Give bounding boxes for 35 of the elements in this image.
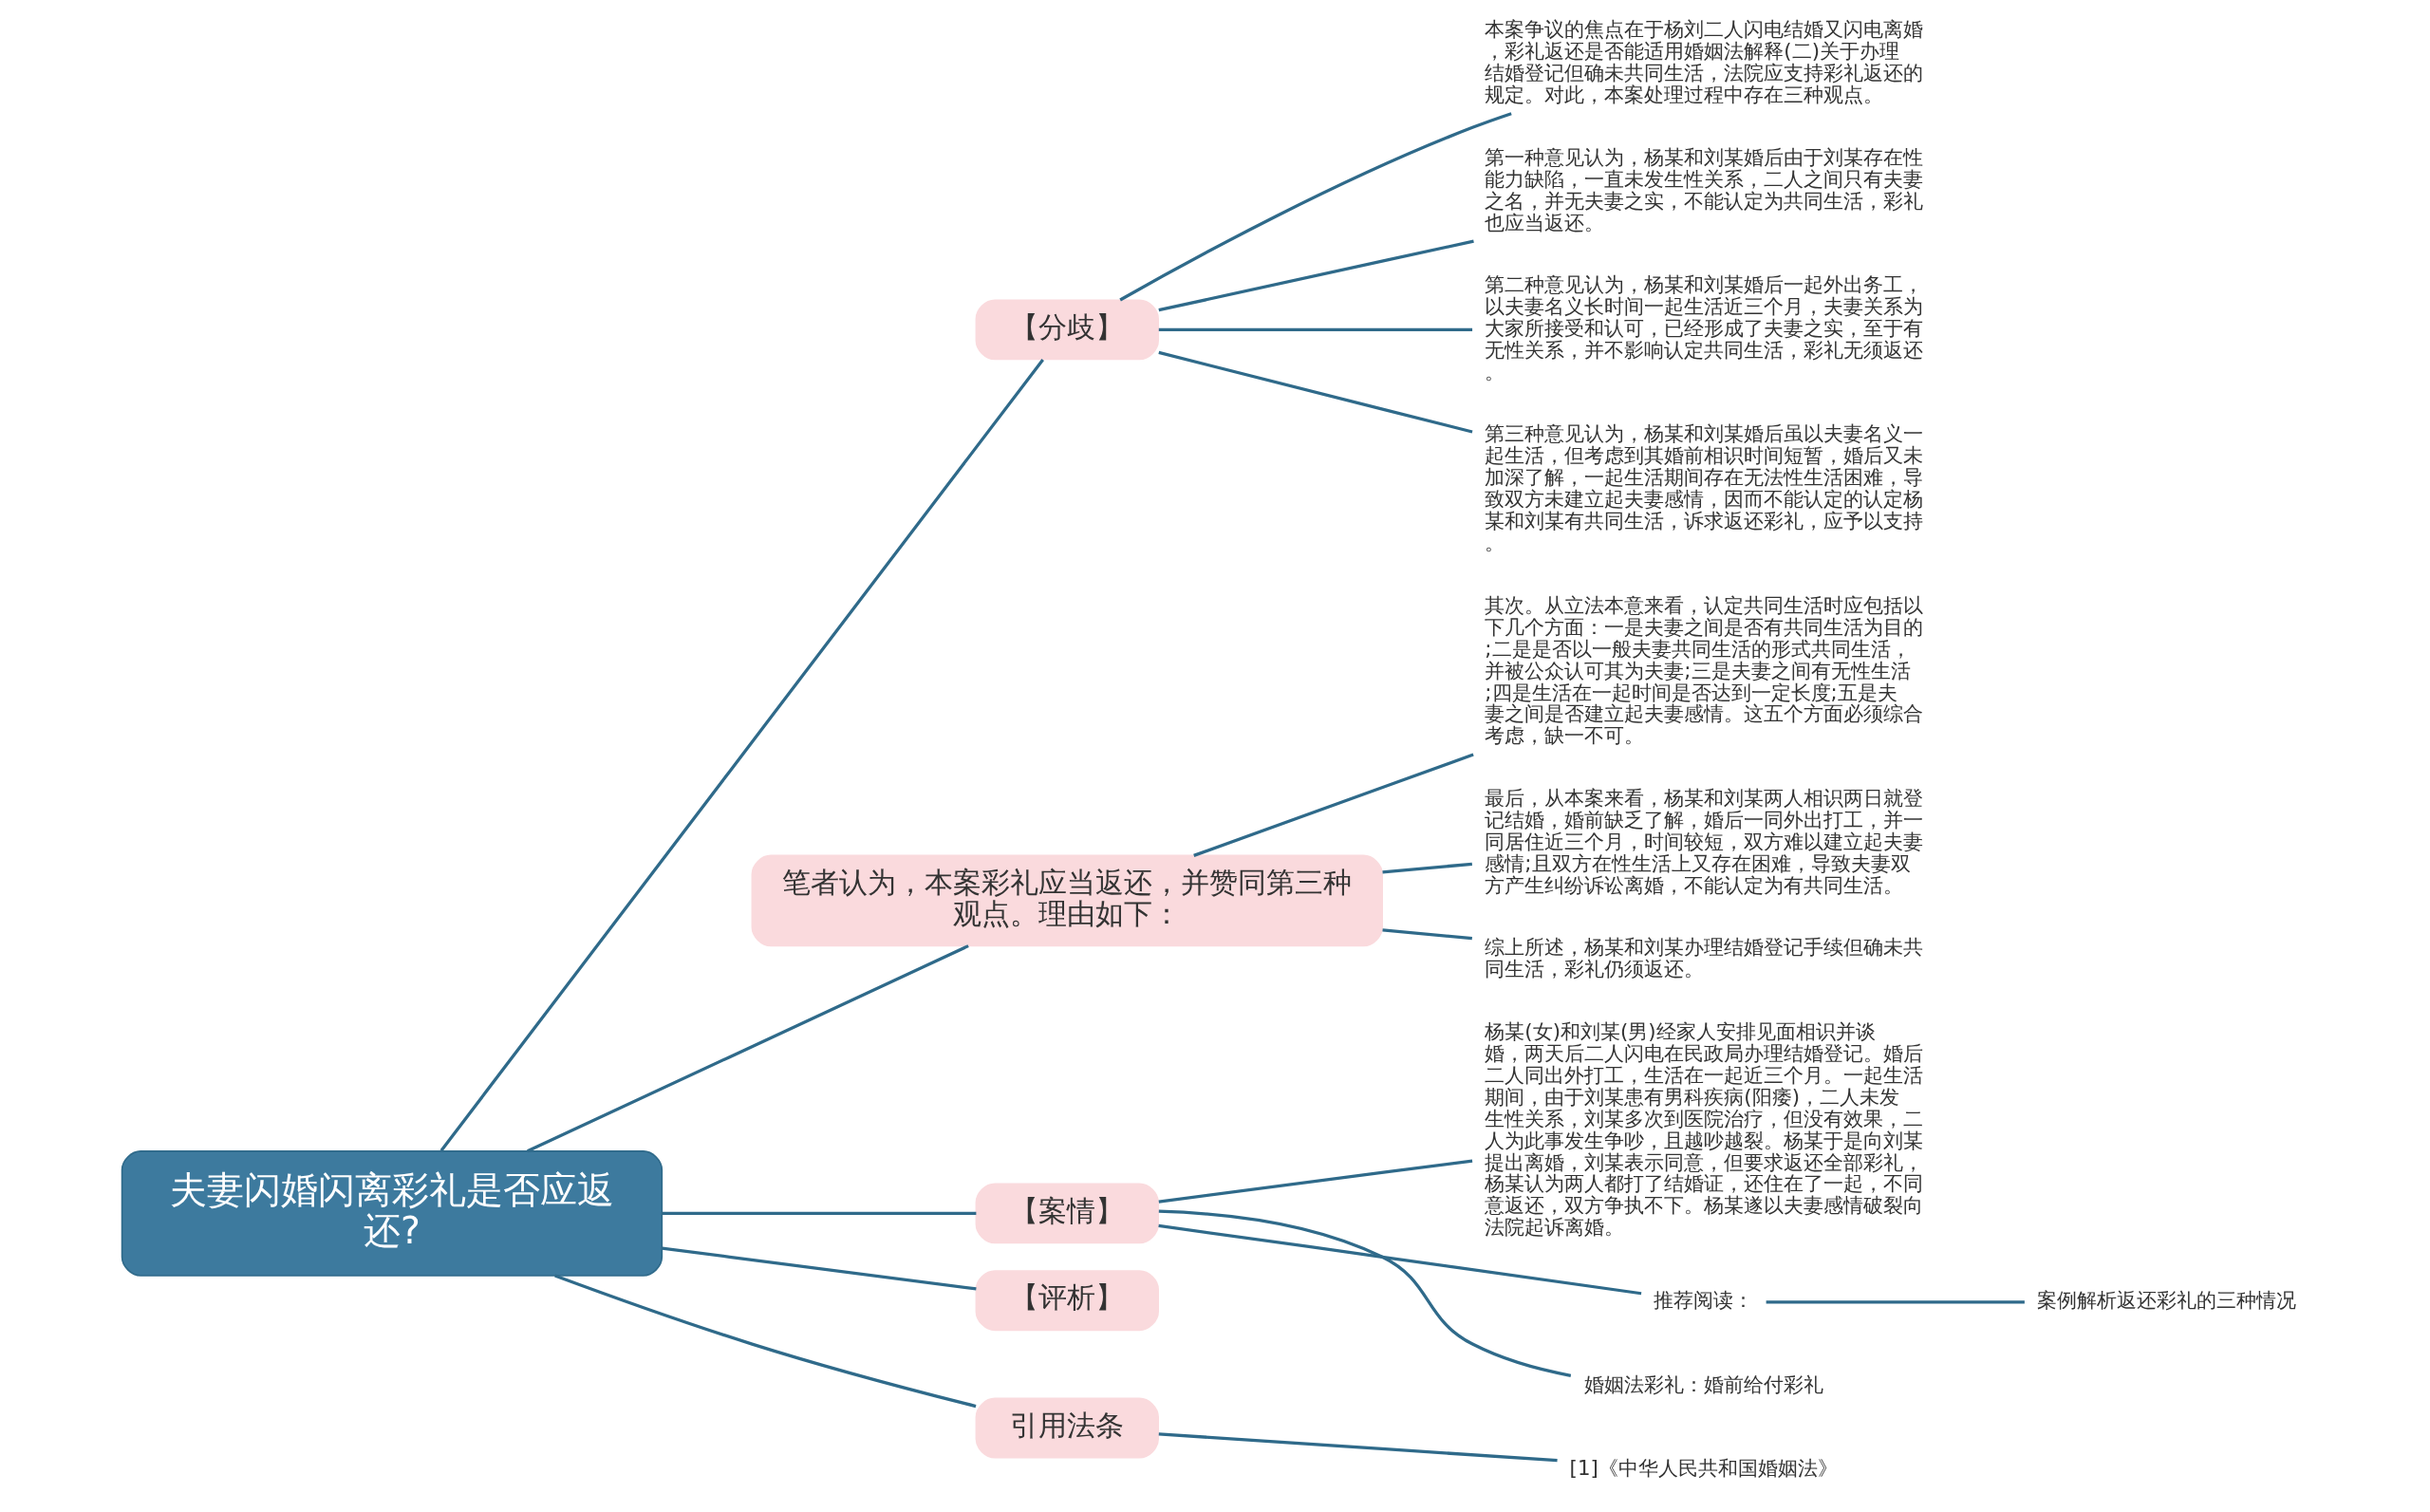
connector: [1382, 928, 1472, 941]
connector: [527, 944, 969, 1153]
node-box: 【评析】: [975, 1270, 1159, 1332]
node-text: 其次。从立法本意来看，认定共同生活时应包括以下几个方面：一是夫妻之间是否有共同生活为目的;二是是否以一般夫妻共同生活的形式共同生活，并被公众认可其为夫妻;三是夫妻之间有无性生活;四是生活在一起时间是否达到一定长度;五是夫妻之间是否建立起夫妻感情。这五个方面必须综合考虑，缺一不可。: [1485, 592, 1924, 748]
connector: [1158, 1432, 1558, 1463]
connector: [1158, 327, 1473, 332]
node-text: [1]《中华人民共和国婚姻法》: [1569, 1456, 1838, 1481]
connector: [1158, 1223, 1642, 1296]
node-text: 第一种意见认为，杨某和刘某婚后由于刘某存在性能力缺陷，一直未发生性关系，二人之间只有夫妻之名，并无夫妻之实，不能认定为共同生活，彩礼也应当返还。: [1485, 144, 1924, 234]
connector: [1119, 112, 1512, 302]
node-text: 杨某(女)和刘某(男)经家人安排见面相识并谈婚，两天后二人闪电在民政局办理结婚登记。婚后二人同出外打工，生活在一起近三个月。一起生活期间，由于刘某患有男科疾病(阳痿)，二人未发生性关系，刘某多次到医院治疗，但没有效果，二人为此事发生争吵，且越吵越裂。杨某于是向刘某提出离婚，刘某表示同意，但要求返还全部彩礼，杨某认为两人都打了结婚证，还住在了一起，不同意返还，双方争执不下。杨某遂以夫妻感情破裂向法院起诉离婚。: [1485, 1018, 1924, 1240]
connector: [1382, 862, 1472, 874]
connector: [1158, 239, 1474, 312]
node-text: 案例解析返还彩礼的三种情况: [2036, 1288, 2296, 1313]
node-text: 最后，从本案来看，杨某和刘某两人相识两日就登记结婚，婚前缺乏了解，婚后一同外出打工，并一同居住近三个月，时间较短，双方难以建立起夫妻感情;且双方在性生活上又存在困难，导致夫妻双方产生纠纷诉讼离婚，不能认定为有共同生活。: [1485, 785, 1924, 897]
node-box: 笔者认为，本案彩礼应当返还，并赞同第三种观点。理由如下：: [751, 854, 1383, 947]
node-box: 【案情】: [975, 1183, 1159, 1244]
node-text: 第二种意见认为，杨某和刘某婚后一起外出务工，以夫妻名义长时间一起生活近三个月，夫妻关系为大家所接受和认可，已经形成了夫妻之实，至于有无性关系，并不影响认定共同生活，彩礼无须返还。: [1485, 272, 1924, 383]
connector: [1766, 1300, 2025, 1304]
node-text: 综上所述，杨某和刘某办理结婚登记手续但确未共同生活，彩礼仍须返还。: [1485, 935, 1924, 981]
node-box: 【分歧】: [975, 299, 1159, 361]
node-text: 婚姻法彩礼：婚前给付彩礼: [1583, 1372, 1823, 1396]
node-box: 夫妻闪婚闪离彩礼是否应返还?: [121, 1150, 664, 1277]
connector: [1158, 350, 1473, 434]
node-text: 本案争议的焦点在于杨刘二人闪电结婚又闪电离婚，彩礼返还是否能适用婚姻法解释(二)关于办理结婚登记但确未共同生活，法院应支持彩礼返还的规定。对此，本案处理过程中存在三种观点。: [1485, 17, 1924, 107]
connector: [439, 358, 1044, 1152]
node-box: 引用法条: [975, 1397, 1159, 1459]
connector: [1193, 753, 1474, 857]
connector: [554, 1274, 977, 1409]
node-text: 推荐阅读：: [1654, 1288, 1754, 1313]
connector: [1158, 1159, 1473, 1204]
node-text: 第三种意见认为，杨某和刘某婚后虽以夫妻名义一起生活，但考虑到其婚前相识时间短暂，婚后又未加深了解，一起生活期间存在无法性生活困难，导致双方未建立起夫妻感情，因而不能认定的认定杨某和刘某有共同生活，诉求返还彩礼，应予以支持。: [1485, 421, 1924, 555]
connector: [1158, 1209, 1572, 1377]
connector: [662, 1246, 977, 1291]
connector: [662, 1211, 977, 1216]
